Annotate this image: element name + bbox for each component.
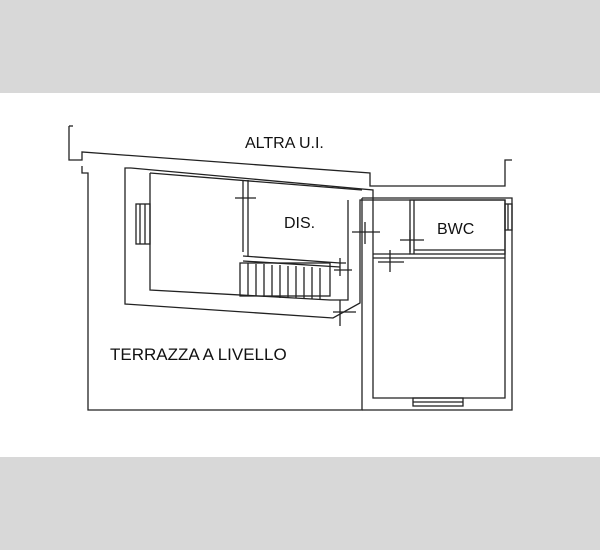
plan-walls bbox=[68, 125, 513, 411]
bottom-gray-band bbox=[0, 457, 600, 550]
stair-treads bbox=[247, 263, 321, 300]
label-altra-ui: ALTRA U.I. bbox=[245, 135, 324, 152]
top-gray-band bbox=[0, 0, 600, 93]
label-dis: DIS. bbox=[284, 215, 315, 232]
neighbour-boundary bbox=[68, 126, 512, 187]
block-top-inner bbox=[149, 172, 363, 191]
left-window bbox=[135, 203, 151, 245]
block-outer-wall bbox=[124, 167, 374, 319]
annex-outer-wall bbox=[362, 197, 513, 411]
label-bwc: BWC bbox=[437, 221, 474, 238]
staircase bbox=[239, 262, 331, 297]
block-inner-wall bbox=[149, 173, 349, 301]
label-terrazza: TERRAZZA A LIVELLO bbox=[110, 345, 287, 364]
plan-labels: ALTRA U.I. DIS. BWC TERRAZZA A LIVELLO bbox=[110, 135, 474, 364]
terrace-outline bbox=[81, 166, 363, 411]
